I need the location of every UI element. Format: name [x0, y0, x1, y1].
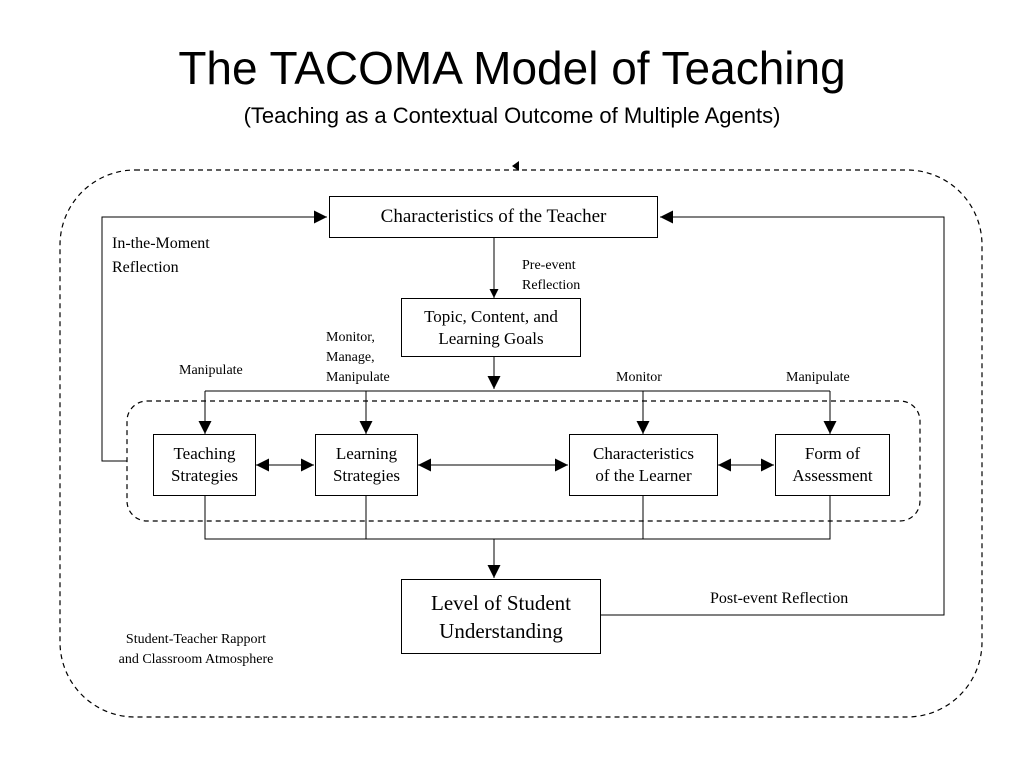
box-teaching-text: Teaching Strategies	[170, 444, 239, 485]
box-topic-text: Topic, Content, and Learning Goals	[424, 306, 558, 348]
loop-post-event	[601, 210, 945, 616]
box-topic-content-goals: Topic, Content, and Learning Goals	[401, 298, 581, 357]
box-learning-strategies: Learning Strategies	[315, 434, 418, 496]
label-monitor-manage-manipulate: Monitor, Manage, Manipulate	[326, 330, 390, 385]
output-line-left	[204, 496, 367, 540]
box-teaching-strategies: Teaching Strategies	[153, 434, 256, 496]
label-in-the-moment-reflection: In-the-Moment Reflection	[112, 235, 210, 276]
page-subtitle: (Teaching as a Contextual Outcome of Mul…	[243, 103, 781, 128]
label-monitor: Monitor	[616, 370, 662, 385]
box-learner-text: Characteristics of the Learner	[592, 444, 694, 485]
label-pre-event-reflection: Pre-event Reflection	[522, 258, 581, 293]
boundary-arrow-tip	[512, 161, 519, 171]
box-assessment-text: Form of Assessment	[792, 444, 873, 485]
box-understanding-text: Level of Student Understanding	[431, 590, 571, 643]
page-title: The TACOMA Model of Teaching	[178, 42, 846, 94]
box-learning-text: Learning Strategies	[332, 444, 401, 485]
label-manipulate-left: Manipulate	[179, 363, 243, 378]
label-manipulate-right: Manipulate	[786, 370, 850, 385]
box-teacher-text: Characteristics of the Teacher	[380, 206, 607, 227]
box-characteristics-of-learner: Characteristics of the Learner	[569, 434, 718, 496]
box-level-of-understanding: Level of Student Understanding	[401, 579, 601, 654]
output-line-right	[642, 496, 831, 540]
label-post-event-reflection: Post-event Reflection	[710, 590, 849, 607]
label-rapport-atmosphere: Student-Teacher Rapport and Classroom At…	[118, 632, 274, 667]
box-form-of-assessment: Form of Assessment	[775, 434, 890, 496]
loop-in-the-moment	[101, 210, 327, 462]
box-characteristics-of-teacher: Characteristics of the Teacher	[329, 196, 658, 238]
